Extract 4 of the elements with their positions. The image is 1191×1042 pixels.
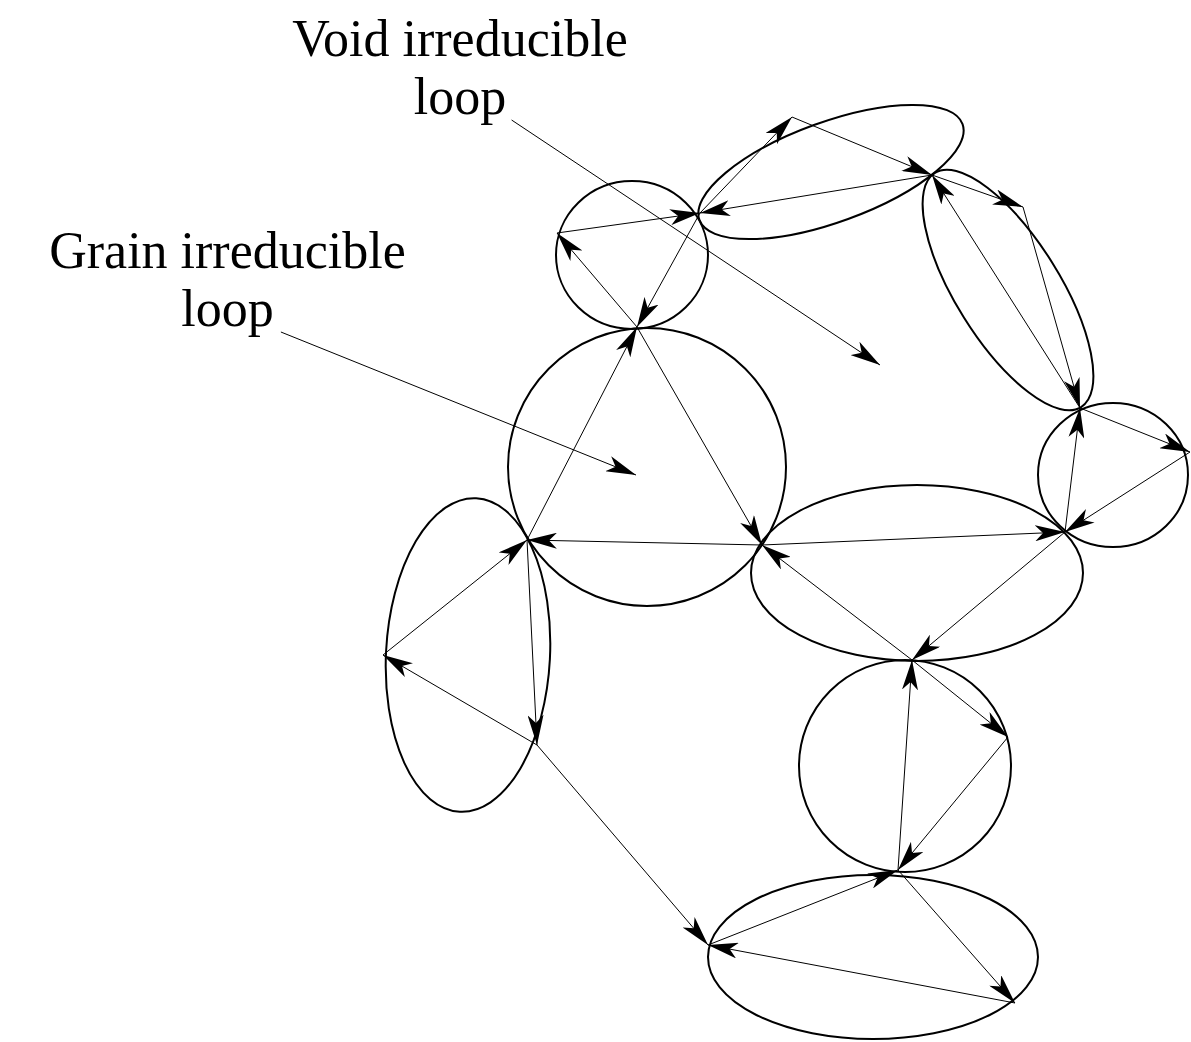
callout-text: Grain irreducible loop bbox=[5, 222, 450, 338]
leader-arrow bbox=[511, 119, 881, 366]
callout-text: Void irreducible loop bbox=[245, 10, 675, 126]
leader-arrow bbox=[280, 331, 637, 476]
